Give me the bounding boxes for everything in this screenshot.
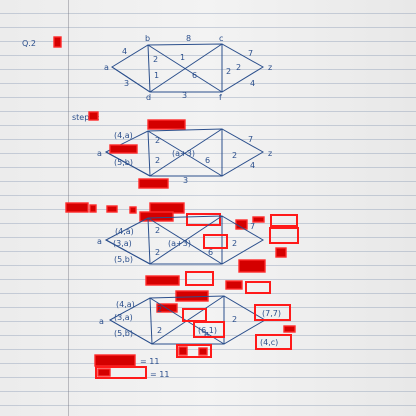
weight-label: 2 — [155, 136, 160, 145]
highlight-box — [270, 214, 298, 227]
highlight-box — [203, 234, 228, 249]
node-a: a — [97, 237, 102, 246]
highlight-box — [193, 321, 225, 338]
redaction-mark — [94, 354, 136, 367]
highlight-box — [255, 334, 292, 350]
redaction-mark — [145, 275, 180, 286]
node-z: z — [268, 149, 272, 158]
redaction-mark — [138, 178, 169, 189]
redaction-mark — [65, 202, 89, 213]
node-label: (4,c) — [260, 338, 278, 347]
weight-label: 1 — [154, 71, 159, 80]
redaction-mark — [106, 205, 118, 213]
node-label: (6,1) — [198, 326, 217, 335]
redaction-mark — [225, 280, 243, 290]
redaction-mark — [238, 259, 266, 273]
highlight-box — [176, 344, 212, 358]
node-label: (a+3) — [172, 149, 195, 158]
weight-label: 2 — [236, 63, 241, 72]
weight-label: 2 — [157, 326, 162, 335]
weight-label: 4 — [250, 79, 255, 88]
redaction-mark — [109, 144, 138, 154]
redaction-mark — [97, 368, 111, 377]
answer-line-1: = 11 — [140, 357, 159, 366]
redaction-mark — [275, 247, 287, 258]
weight-label: 2 — [232, 315, 237, 324]
weight-label: 2 — [153, 55, 158, 64]
node-label: (5,b) — [114, 255, 133, 264]
node-a: a — [104, 63, 109, 72]
highlight-box — [269, 227, 299, 244]
weight-label: 3 — [183, 176, 188, 185]
node-d: d — [146, 93, 151, 102]
weight-label: 6 — [205, 156, 210, 165]
node-f: f — [219, 93, 222, 102]
node-a: a — [97, 149, 102, 158]
redaction-mark — [88, 111, 99, 121]
weight-label: 6 — [192, 71, 197, 80]
node-label: (4,a) — [114, 131, 133, 140]
weight-label: 3 — [124, 79, 129, 88]
redaction-mark — [283, 325, 296, 333]
redaction-mark — [147, 119, 186, 130]
redaction-mark — [198, 347, 208, 356]
node-label: (3,a) — [114, 313, 133, 322]
highlight-box — [185, 271, 214, 286]
node-label: (4,a) — [115, 227, 134, 236]
redaction-mark — [175, 290, 209, 302]
redaction-mark — [139, 211, 174, 222]
highlight-box — [254, 304, 291, 321]
weight-label: 2 — [155, 156, 160, 165]
redaction-mark — [89, 204, 97, 213]
question-label: Q.2 — [22, 39, 36, 48]
redaction-mark — [53, 36, 62, 48]
highlight-box — [95, 366, 147, 379]
step-label: step 1: — [72, 113, 100, 122]
node-z: z — [268, 63, 272, 72]
redaction-mark — [129, 206, 137, 214]
weight-label: 2 — [155, 226, 160, 235]
weight-label: 2 — [232, 151, 237, 160]
weight-label: 7 — [248, 135, 253, 144]
highlight-box — [186, 213, 221, 226]
weight-label: 4 — [122, 47, 127, 56]
top-graph: a b c d f z 4 2 3 1 1 6 3 2 7 4 8 2 — [104, 34, 272, 102]
weight-label: 2 — [232, 239, 237, 248]
redaction-mark — [252, 216, 265, 223]
weight-label: 2 — [155, 248, 160, 257]
node-label: (4,a) — [116, 300, 135, 309]
node-b: b — [145, 34, 150, 43]
node-label: (a+3) — [168, 239, 191, 248]
weight-label: 6 — [204, 331, 209, 340]
weight-label: 2 — [226, 67, 231, 76]
step1-graph: a z (4,a) (5,b) (a+3) 2 2 3 6 7 4 2 — [97, 128, 272, 189]
node-label: (3,a) — [113, 239, 132, 248]
redaction-mark — [178, 346, 188, 356]
weight-label: 4 — [250, 161, 255, 170]
weight-label: 8 — [186, 34, 191, 43]
node-label: (5,b) — [114, 158, 133, 167]
weight-label: 7 — [248, 49, 253, 58]
node-a: a — [99, 317, 104, 326]
weight-label: 6 — [208, 248, 213, 257]
highlight-box — [245, 281, 271, 294]
step2-graph: a (4,a) (3,a) (5,b) (a+3) 2 2 6 2 7 — [97, 215, 299, 294]
weight-label: 1 — [180, 53, 185, 62]
answer-line-2: = 11 — [150, 370, 169, 379]
node-label: (5,b) — [114, 329, 133, 338]
weight-label: 3 — [182, 91, 187, 100]
step3-graph: a (4,a) (3,a) (5,b) 2 2 6 2 (7,7) (6,1) … — [99, 295, 296, 358]
node-c: c — [219, 34, 223, 43]
weight-label: 2 — [157, 305, 162, 314]
weight-label: 7 — [250, 222, 255, 231]
node-label: (7,7) — [262, 309, 281, 318]
